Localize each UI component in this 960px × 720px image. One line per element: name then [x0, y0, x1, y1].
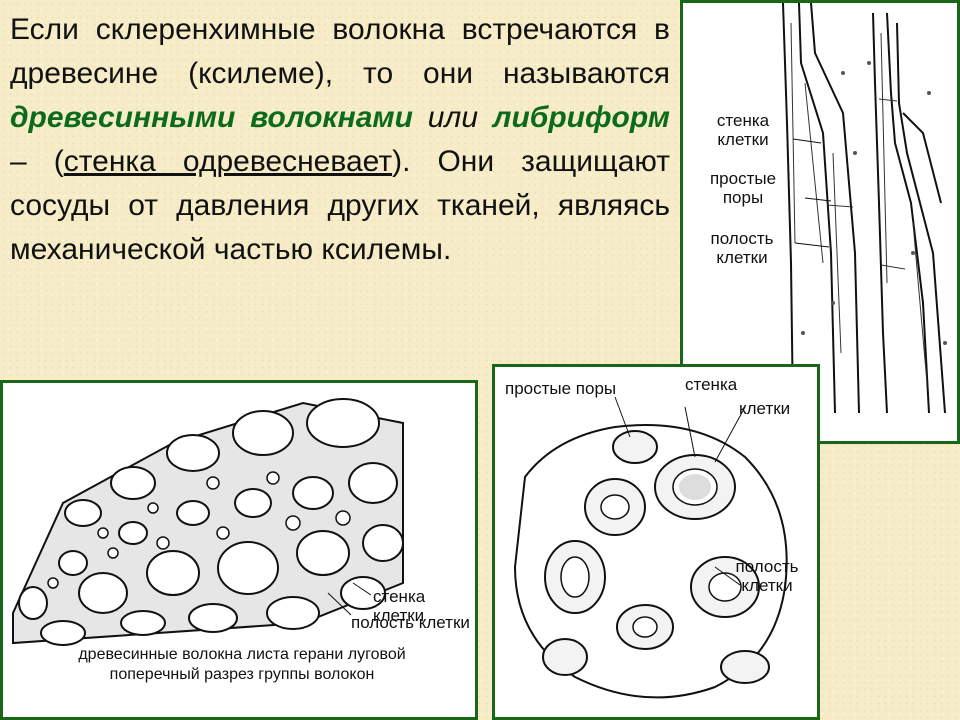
text-part: Если склеренхимные волокна встречаются в… [10, 13, 670, 90]
text-or: или [427, 101, 479, 134]
label-wall-2: клетки [739, 399, 791, 418]
term-libriform: либриформ [492, 101, 670, 134]
text-part [413, 101, 428, 134]
label-pores: простые поры [505, 379, 617, 398]
figure-leaf-cross-section: стенка клетки полость клетки древесинные… [0, 380, 478, 720]
text-part: – ( [10, 145, 64, 178]
underlined-phrase: стенка одревесневает [63, 145, 393, 178]
text-part: ). Они защищают сосуды от давления други… [10, 145, 671, 266]
main-paragraph: Если склеренхимные волокна встречаются в… [10, 8, 670, 272]
fibers-drawing [782, 3, 947, 414]
label-wall-1: стенка [685, 375, 738, 394]
cross-section-drawing [513, 396, 788, 699]
label-cavity: полость клетки [351, 613, 470, 632]
caption-line-1: древесинные волокна листа герани луговой [78, 646, 406, 663]
term-wood-fibers: древесинными волокнами [10, 101, 413, 134]
leaf-cells-drawing [12, 398, 404, 646]
label-wall: стенка клетки [373, 587, 426, 625]
caption-line-2: поперечный разрез группы волокон [109, 666, 375, 683]
text-part [478, 101, 493, 134]
